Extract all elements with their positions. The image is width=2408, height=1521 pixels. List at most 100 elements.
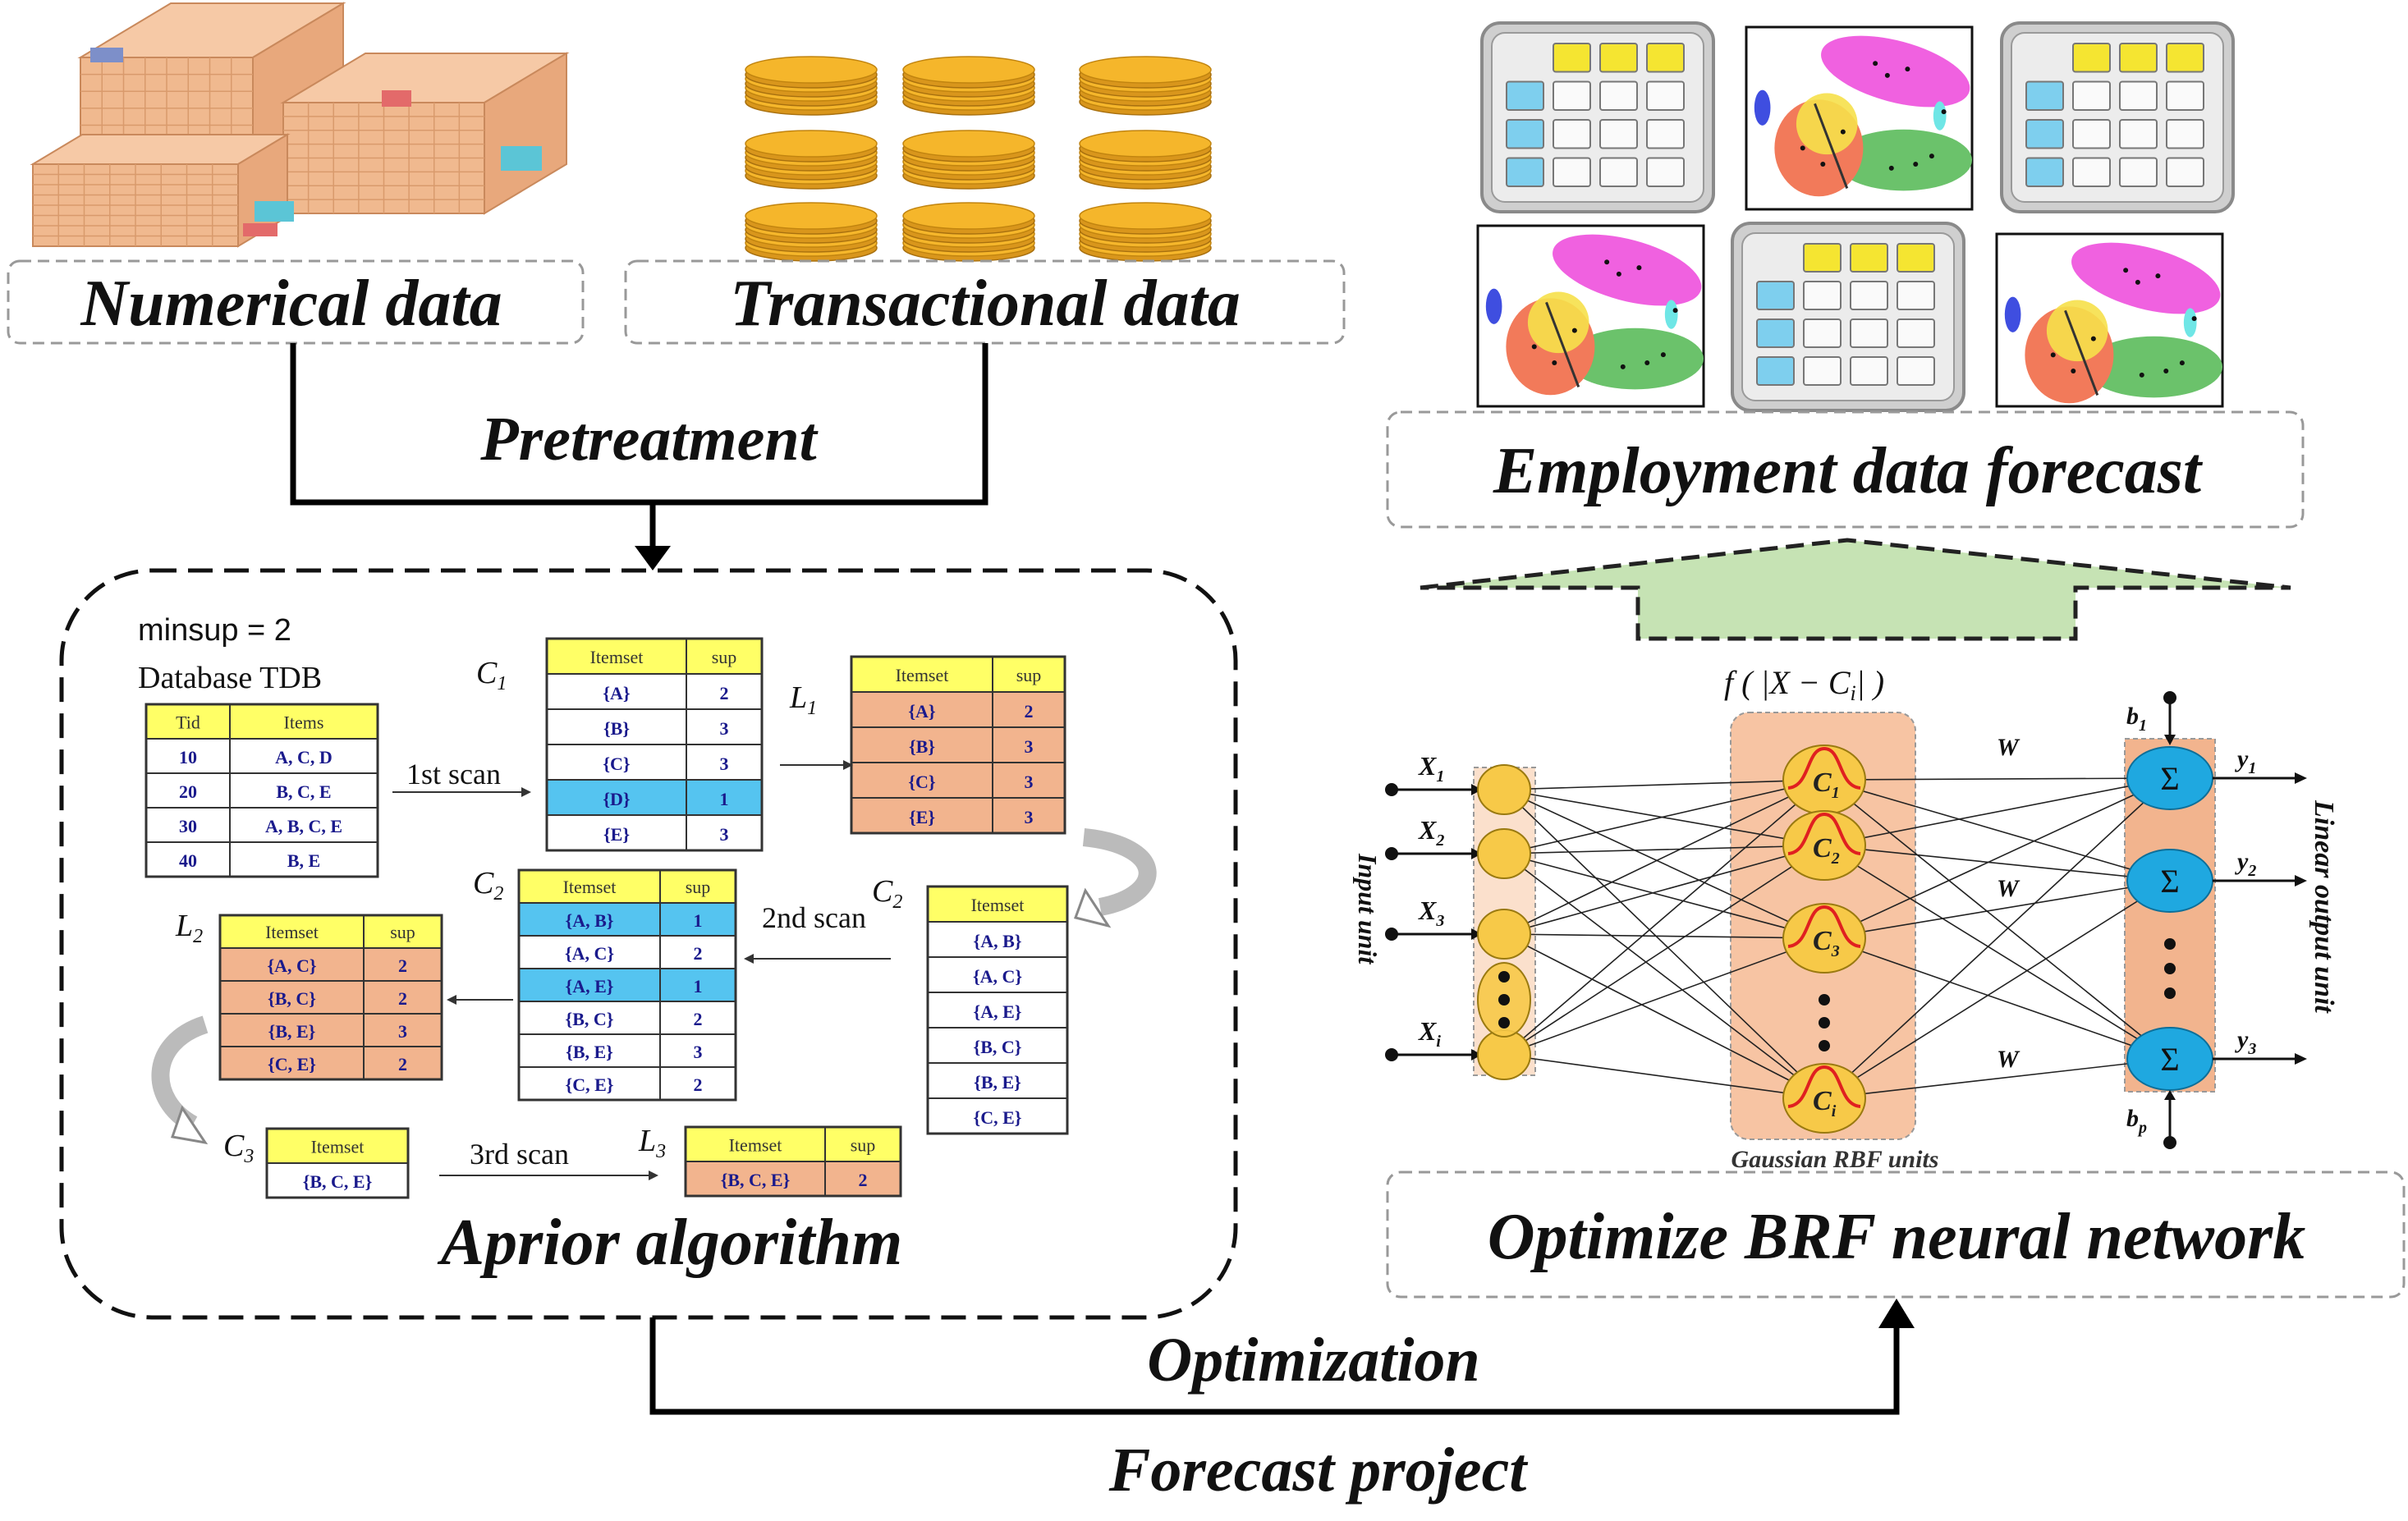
svg-text:Σ: Σ — [2160, 1041, 2179, 1078]
database-tdb-title: Database TDB — [138, 661, 322, 695]
table-header-cell: sup — [686, 877, 711, 897]
table-cell: {B} — [909, 736, 935, 757]
c3-table: Itemset {B, C, E} — [265, 1127, 410, 1199]
coin-stack-3-2 — [902, 202, 1035, 262]
table-cell: {C, E} — [566, 1074, 614, 1095]
table-cell: {A, C} — [267, 955, 316, 976]
output-node-1: Σy1 — [2126, 745, 2307, 810]
table-cell: {E} — [909, 807, 935, 827]
coin-stack-3-1 — [745, 202, 878, 262]
input-node-4: Xi — [1385, 1016, 1531, 1080]
table-cell: {B, C} — [268, 988, 316, 1009]
rbf-node-1: C1 — [1782, 744, 1866, 815]
coin-stack-3-3 — [1079, 202, 1212, 262]
table-header-cell: sup — [1016, 665, 1042, 685]
table-cell: 2 — [720, 683, 729, 703]
gaussian-rbf-units-label: Gaussian RBF units — [1731, 1146, 1939, 1173]
input-node-1: X1 — [1385, 751, 1531, 815]
table-cell: 3 — [398, 1021, 407, 1042]
table-cell: {E} — [603, 824, 630, 845]
table-header-cell: Itemset — [265, 922, 319, 942]
second-scan-label: 2nd scan — [762, 901, 866, 934]
table-cell: 2 — [398, 955, 407, 976]
table-cell: {B, C, E} — [303, 1171, 373, 1192]
third-scan-label: 3rd scan — [470, 1138, 569, 1171]
cluster-plot-2 — [1476, 224, 1705, 408]
table-cell: {B, C, E} — [721, 1170, 791, 1190]
employment-forecast-box — [1386, 410, 2305, 529]
rbf-node-3: C3 — [1782, 903, 1866, 974]
table-cell: 2 — [398, 1054, 407, 1074]
numerical-data-label: Numerical data — [80, 268, 502, 340]
table-cell: 1 — [694, 910, 703, 931]
svg-text:Σ: Σ — [2160, 760, 2179, 797]
table-cell: B, C, E — [276, 781, 331, 802]
svg-text:y3: y3 — [2235, 1026, 2256, 1058]
input-node-2: X2 — [1385, 815, 1531, 879]
rbf-node-2: C2 — [1782, 810, 1866, 881]
optimization-label: Optimization — [1147, 1326, 1479, 1395]
coin-stack-1-2 — [902, 56, 1035, 116]
table-cell: 3 — [1025, 807, 1034, 827]
ellipsis-dot — [2164, 963, 2176, 974]
ellipsis-dot — [2164, 938, 2176, 950]
svg-text:X2: X2 — [1418, 815, 1444, 850]
numerical-data-icon — [30, 2, 570, 248]
table-cell: 2 — [694, 1009, 703, 1029]
table-cell: {B, E} — [268, 1021, 316, 1042]
table-cell: {A} — [603, 683, 630, 703]
table-cell: 3 — [720, 754, 729, 774]
weight-label: W — [1997, 734, 2020, 761]
table-header-cell: Items — [284, 712, 324, 732]
table-header-cell: Itemset — [311, 1136, 365, 1157]
optimization-arrowhead — [1878, 1299, 1915, 1328]
curved-arrow-l2-c3 — [151, 1015, 209, 1133]
ellipsis-dot — [2164, 987, 2176, 999]
curved-arrowhead-l1-c2 — [1074, 887, 1112, 928]
c2-label: C2 — [473, 866, 503, 905]
scan-arrowheads — [447, 760, 853, 1180]
employment-forecast-label: Employment data forecast — [1493, 435, 2204, 507]
table-cell: {C} — [908, 772, 935, 792]
optimize-brf-label: Optimize BRF neural network — [1488, 1201, 2306, 1273]
grid-tile-1 — [1480, 21, 1715, 213]
table-cell: 2 — [694, 1074, 703, 1095]
table-cell: 2 — [398, 988, 407, 1009]
output-node-2: Σy2 — [2126, 848, 2307, 913]
table-header-cell: Itemset — [971, 895, 1025, 915]
forecast-tiles — [1476, 21, 2235, 412]
table-cell: {A, C} — [973, 966, 1022, 987]
table-cell: {C, E} — [268, 1054, 316, 1074]
pretreatment-label: Pretreatment — [479, 405, 819, 474]
table-cell: 1 — [720, 789, 729, 809]
table-cell: 1 — [694, 976, 703, 996]
table-header-cell: sup — [851, 1134, 876, 1155]
table-cell: {B, E} — [566, 1042, 613, 1062]
rbf-connections — [1503, 777, 2171, 1099]
c2-candidate-label: C2 — [872, 874, 902, 913]
cube-right — [280, 52, 570, 215]
table-cell: {A, C} — [565, 943, 614, 964]
table-cell: 2 — [859, 1170, 868, 1190]
table-cell: A, B, C, E — [265, 816, 342, 836]
coin-stack-2-1 — [745, 130, 878, 190]
svg-text:Σ: Σ — [2160, 863, 2179, 900]
table-cell: 20 — [179, 781, 197, 802]
weight-label: W — [1997, 1046, 2020, 1073]
table-cell: B, E — [287, 850, 320, 871]
first-scan-label: 1st scan — [406, 758, 501, 790]
table-cell: {A} — [908, 701, 935, 722]
grid-tile-2 — [2000, 21, 2235, 213]
output-node-3: Σy3 — [2126, 1026, 2307, 1091]
input-unit-label: Input unit — [1353, 853, 1383, 964]
rbf-node-4: Ci — [1782, 1063, 1866, 1134]
